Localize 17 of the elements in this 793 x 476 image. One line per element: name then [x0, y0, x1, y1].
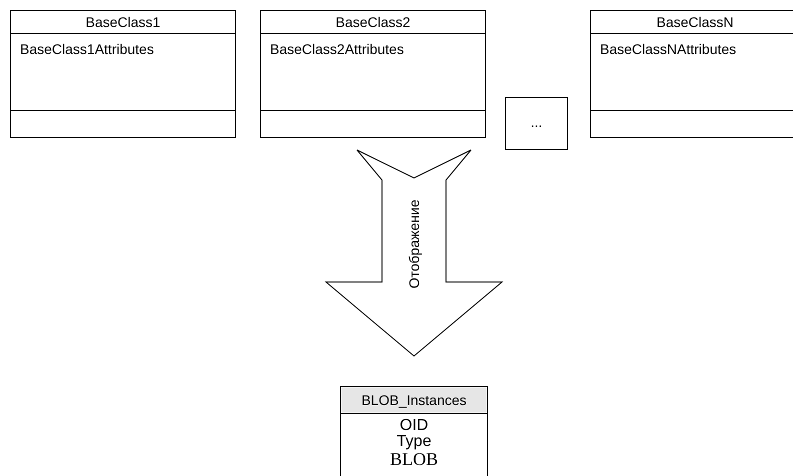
attribute-text: BaseClassNAttributes	[600, 41, 736, 57]
table-name: BLOB_Instances	[341, 387, 487, 414]
field-name: OID	[398, 418, 430, 434]
class-name: BaseClass1	[11, 11, 235, 34]
class-box	[260, 10, 486, 138]
ellipsis-box	[505, 97, 568, 150]
attribute-text: BaseClass1Attributes	[20, 41, 154, 57]
class-box	[10, 10, 236, 138]
class-name: BaseClass2	[261, 11, 485, 34]
class-name: BaseClassN	[591, 11, 793, 34]
field-name: Type	[396, 434, 432, 450]
class-box	[590, 10, 793, 138]
table-box	[340, 386, 488, 476]
attribute-text: BaseClass2Attributes	[270, 41, 404, 57]
edge-label: Отображение	[406, 198, 422, 291]
field-name: BLOB	[388, 450, 439, 468]
ellipsis-text: ...	[530, 114, 544, 130]
